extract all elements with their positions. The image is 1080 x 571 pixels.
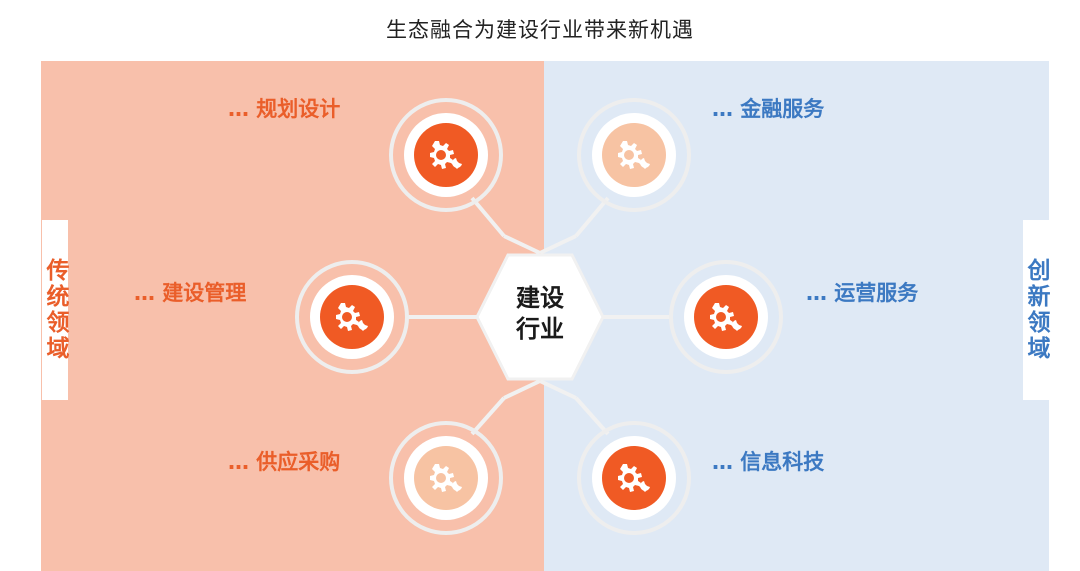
page-title: 生态融合为建设行业带来新机遇 bbox=[386, 18, 694, 42]
connector-lines bbox=[408, 196, 672, 436]
innovation-domain-label: 创新领域 bbox=[1023, 258, 1049, 362]
item-financial-services: … 金融服务 bbox=[712, 97, 825, 121]
node-financial-services bbox=[577, 98, 691, 212]
center-label-line1: 建设 bbox=[516, 284, 564, 312]
traditional-domain-tab: 传统领域 bbox=[42, 220, 68, 400]
traditional-domain-label: 传统领域 bbox=[42, 258, 68, 362]
innovation-domain-tab: 创新领域 bbox=[1023, 220, 1049, 400]
center-label: 建设 行业 bbox=[490, 283, 590, 345]
node-information-technology bbox=[577, 421, 691, 535]
item-information-technology: … 信息科技 bbox=[712, 450, 825, 474]
item-operation-services: … 运营服务 bbox=[806, 281, 919, 305]
node-supply-procurement bbox=[389, 421, 503, 535]
node-construction-management bbox=[295, 260, 409, 374]
center-label-line2: 行业 bbox=[516, 315, 564, 343]
node-planning-design bbox=[389, 98, 503, 212]
item-construction-management: … 建设管理 bbox=[134, 281, 247, 305]
center-hexagon bbox=[475, 253, 605, 381]
item-planning-design: … 规划设计 bbox=[228, 97, 341, 121]
node-operation-services bbox=[669, 260, 783, 374]
item-supply-procurement: … 供应采购 bbox=[228, 450, 341, 474]
